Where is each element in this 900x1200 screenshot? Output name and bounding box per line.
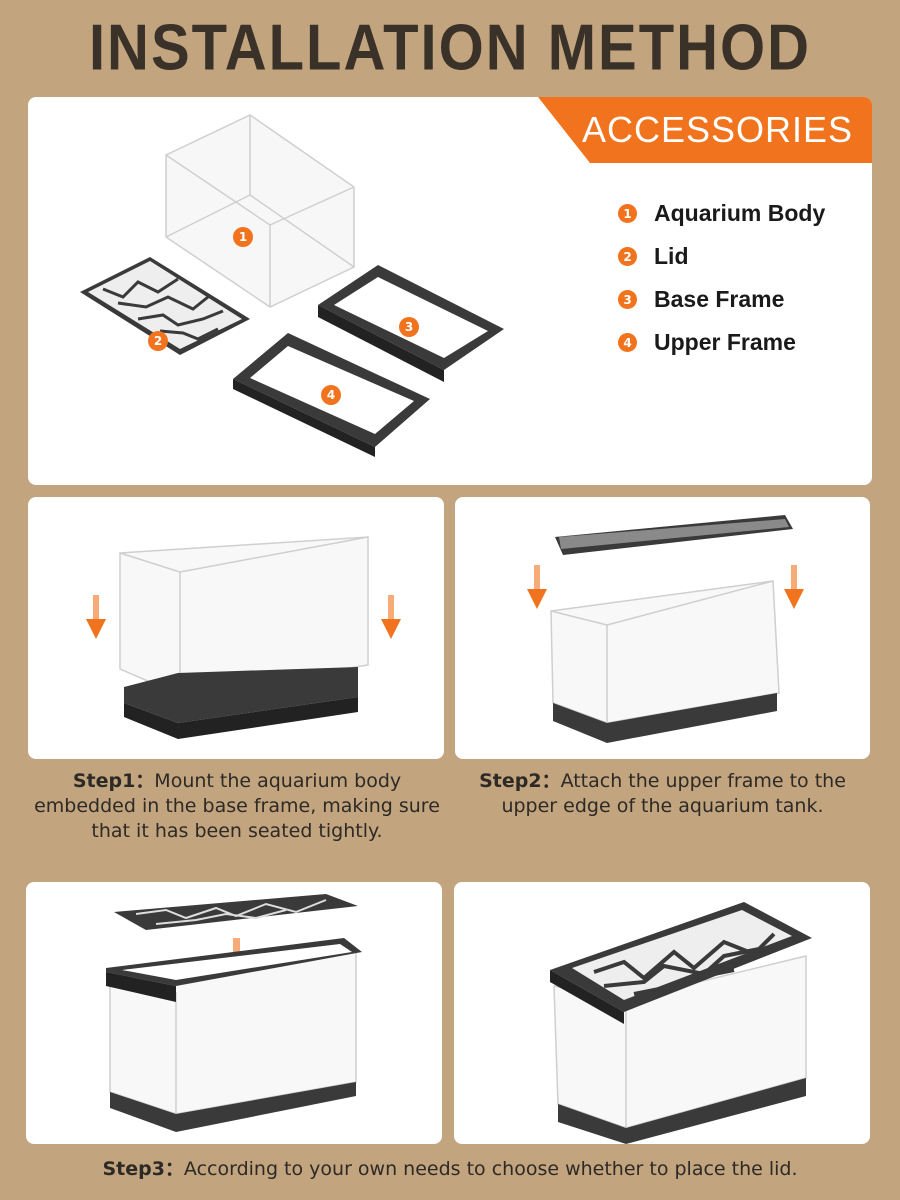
badge-3: 3: [399, 317, 419, 337]
accessory-item: 3 Base Frame: [618, 278, 825, 321]
accessories-list: 1 Aquarium Body 2 Lid 3 Base Frame 4 Upp…: [618, 192, 825, 364]
down-arrow-icon: [527, 565, 804, 609]
badge-1: 1: [233, 227, 253, 247]
step2-text: Attach the upper frame to the upper edge…: [501, 770, 846, 817]
page-title: INSTALLATION METHOD: [88, 11, 812, 84]
step1-panel: [28, 497, 444, 759]
step2-caption: Step2：Attach the upper frame to the uppe…: [455, 769, 870, 819]
accessory-label: Upper Frame: [654, 329, 796, 355]
step1-illustration: [86, 536, 401, 739]
badge-2: 2: [148, 331, 168, 351]
accessories-panel: 1 2 3 4 ACCESSORIES 1 Aquarium Body 2 Li…: [28, 97, 872, 485]
step3-caption: Step3：According to your own needs to cho…: [0, 1157, 900, 1182]
accessory-item: 2 Lid: [618, 235, 825, 278]
step2-label: Step2：: [479, 770, 561, 792]
down-arrow-icon: [86, 595, 401, 639]
accessory-item: 4 Upper Frame: [618, 321, 825, 364]
step1-text: Mount the aquarium body embedded in the …: [34, 770, 440, 842]
step3-label: Step3：: [102, 1158, 184, 1180]
step3-result-panel: [454, 882, 870, 1144]
number-icon: 4: [618, 333, 637, 352]
accessory-label: Aquarium Body: [654, 200, 826, 226]
accessories-illustration: [80, 114, 504, 457]
accessories-heading: ACCESSORIES: [582, 109, 854, 150]
accessory-item: 1 Aquarium Body: [618, 192, 825, 235]
lid-drawing: [80, 257, 250, 355]
step3-illustration: [106, 894, 362, 1132]
accessories-banner: ACCESSORIES: [538, 97, 872, 163]
step3-text: According to your own needs to choose wh…: [183, 1158, 798, 1180]
assembled-aquarium-illustration: [550, 902, 812, 1144]
number-icon: 1: [618, 204, 637, 223]
accessory-label: Base Frame: [654, 286, 785, 312]
step3-panel: [26, 882, 442, 1144]
step2-illustration: [527, 515, 804, 743]
aquarium-body-drawing: [165, 114, 355, 308]
step2-panel: [455, 497, 870, 759]
accessory-label: Lid: [654, 243, 689, 269]
step1-label: Step1：: [72, 770, 155, 792]
number-icon: 3: [618, 290, 637, 309]
step1-caption: Step1：Mount the aquarium body embedded i…: [30, 769, 444, 844]
number-icon: 2: [618, 247, 637, 266]
badge-4: 4: [321, 385, 341, 405]
